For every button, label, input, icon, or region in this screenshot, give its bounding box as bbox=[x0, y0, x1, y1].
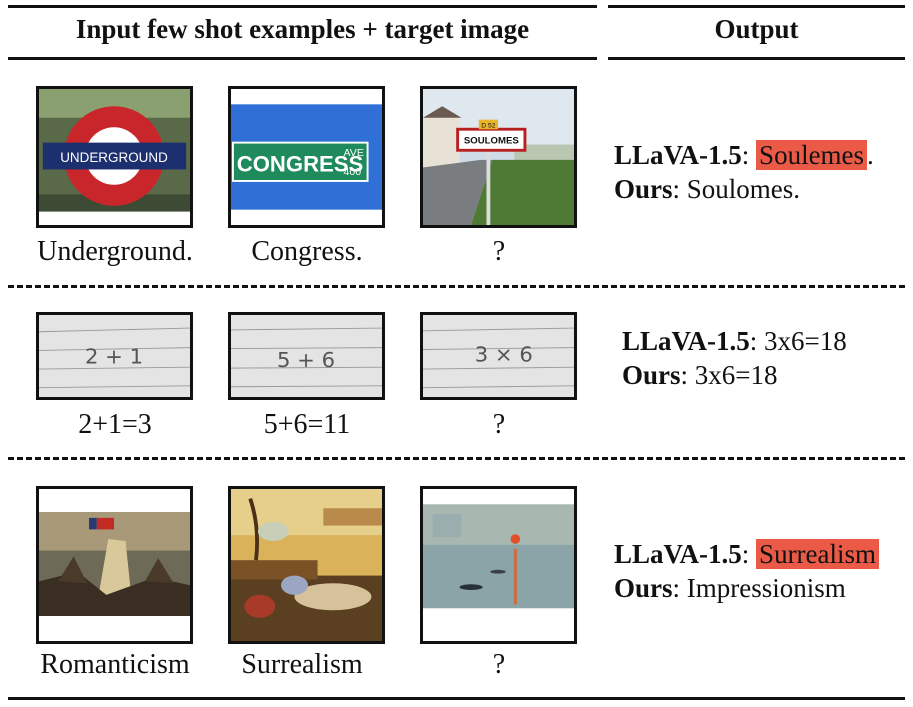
caption-underground: Underground. bbox=[37, 236, 193, 267]
baseline-answer-2: 3x6=18 bbox=[764, 326, 847, 356]
congress-sign-ave: AVE bbox=[344, 147, 364, 159]
caption-surrealism: Surrealism bbox=[241, 649, 363, 680]
ours-answer-2: 3x6=18 bbox=[694, 360, 778, 390]
caption-congress: Congress. bbox=[251, 236, 363, 267]
top-rule-left bbox=[8, 5, 597, 8]
handwritten-5-plus-6-image: 5 + 6 bbox=[228, 312, 385, 400]
handwritten-text-2: 5 + 6 bbox=[277, 348, 335, 372]
ours-label-2: Ours bbox=[622, 360, 681, 390]
ours-answer-1: Soulomes. bbox=[686, 174, 801, 204]
handwritten-text-3: 3 × 6 bbox=[475, 343, 533, 367]
caption-romanticism: Romanticism bbox=[40, 649, 190, 680]
ours-output-3: Ours: Impressionism bbox=[614, 573, 846, 603]
top-rule-right bbox=[608, 5, 905, 8]
handwritten-text-1: 2 + 1 bbox=[85, 345, 143, 369]
baseline-answer-1: Soulemes bbox=[756, 140, 868, 170]
romanticism-painting-image bbox=[36, 486, 193, 644]
impressionism-painting-image bbox=[420, 486, 577, 644]
handwritten-3-times-6-image: 3 × 6 bbox=[420, 312, 577, 400]
baseline-output-2: LLaVA-1.5: 3x6=18 bbox=[622, 326, 847, 356]
underground-sign-image: UNDERGROUND bbox=[36, 86, 193, 228]
congress-sign-number: 400 bbox=[344, 166, 362, 178]
output-column-header: Output bbox=[714, 14, 799, 44]
baseline-output-1: LLaVA-1.5: Soulemes. bbox=[614, 140, 874, 170]
caption-5-plus-6: 5+6=11 bbox=[263, 409, 351, 440]
bottom-rule bbox=[8, 697, 905, 700]
ours-output-1: Ours: Soulomes. bbox=[614, 174, 801, 204]
congress-sign-text: CONGRESS bbox=[237, 151, 364, 176]
ours-label-3: Ours bbox=[614, 573, 673, 603]
baseline-output-3: LLaVA-1.5: Surrealism bbox=[614, 537, 880, 571]
input-column-header: Input few shot examples + target image bbox=[75, 14, 530, 44]
output-row-2: LLaVA-1.5: 3x6=18 Ours: 3x6=18 bbox=[622, 324, 847, 392]
ours-answer-3: Impressionism bbox=[686, 573, 846, 603]
soulomes-sign-image: D 52 SOULOMES bbox=[420, 86, 577, 228]
row-divider-1 bbox=[8, 285, 905, 288]
baseline-label-3: LLaVA-1.5 bbox=[614, 539, 742, 569]
baseline-label-1: LLaVA-1.5 bbox=[614, 140, 742, 170]
underground-sign-text: UNDERGROUND bbox=[60, 150, 168, 165]
ours-output-2: Ours: 3x6=18 bbox=[622, 360, 778, 390]
surrealism-painting-image bbox=[228, 486, 385, 644]
congress-sign-image: CONGRESS AVE 400 bbox=[228, 86, 385, 228]
ours-label-1: Ours bbox=[614, 174, 673, 204]
soulomes-sign-route: D 52 bbox=[481, 122, 495, 129]
header-rule-right bbox=[608, 57, 905, 60]
caption-target-2: ? bbox=[492, 409, 506, 440]
baseline-answer-3: Surrealism bbox=[756, 539, 880, 569]
baseline-suffix-1: . bbox=[867, 140, 874, 170]
caption-target-1: ? bbox=[492, 236, 506, 267]
soulomes-sign-text: SOULOMES bbox=[464, 136, 520, 147]
output-row-1: LLaVA-1.5: Soulemes. Ours: Soulomes. bbox=[614, 138, 874, 206]
output-row-3: LLaVA-1.5: Surrealism Ours: Impressionis… bbox=[614, 537, 880, 605]
caption-target-3: ? bbox=[492, 649, 506, 680]
baseline-label-2: LLaVA-1.5 bbox=[622, 326, 750, 356]
header-rule-left bbox=[8, 57, 597, 60]
caption-2-plus-1: 2+1=3 bbox=[78, 409, 152, 440]
handwritten-2-plus-1-image: 2 + 1 bbox=[36, 312, 193, 400]
row-divider-2 bbox=[8, 457, 905, 460]
